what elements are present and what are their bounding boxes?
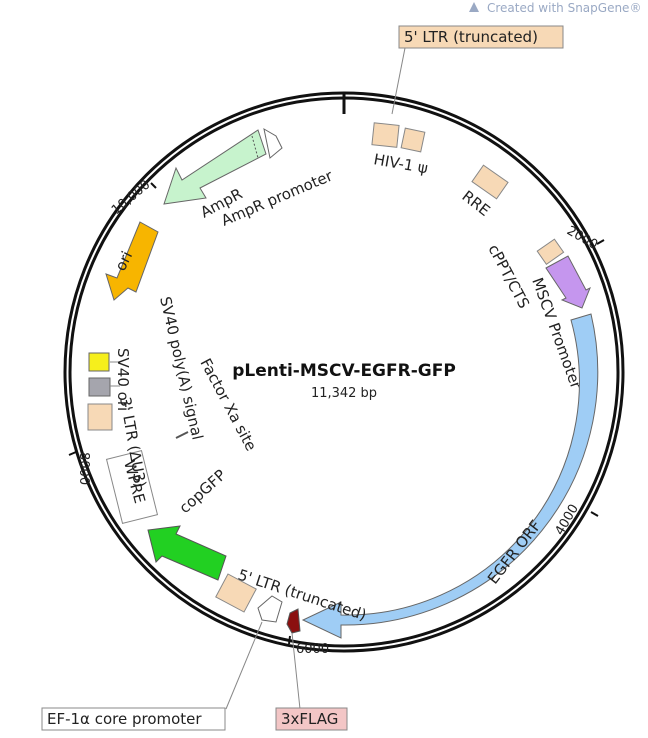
copgfp-label: copGFP bbox=[176, 466, 230, 517]
ori-arrow bbox=[105, 221, 159, 301]
flag-feature bbox=[286, 608, 301, 634]
ampr-arrow bbox=[163, 129, 267, 205]
copgfp-arrow bbox=[147, 525, 227, 581]
tick-8000: 8000 bbox=[76, 452, 91, 485]
plasmid-size: 11,342 bp bbox=[311, 386, 377, 401]
tick-4000-mark bbox=[590, 511, 599, 517]
ampr-promoter-arrow bbox=[263, 128, 283, 159]
hiv-psi-feature bbox=[400, 127, 426, 153]
flag-leader bbox=[291, 632, 301, 710]
tick-2000-mark bbox=[596, 239, 605, 245]
rre-feature bbox=[471, 164, 509, 200]
ltr5-top-label-box bbox=[398, 25, 564, 49]
plasmid-name: pLenti-MSCV-EGFR-GFP bbox=[232, 361, 456, 381]
tick-6000: 6000 bbox=[296, 642, 329, 657]
ltr3-feature bbox=[87, 403, 113, 431]
factor-xa-tick bbox=[175, 431, 189, 439]
snapgene-logo bbox=[469, 2, 479, 12]
mscv-promoter-arrow bbox=[545, 255, 591, 309]
ltr5-top-feature bbox=[371, 122, 400, 148]
egfr-label: EGFR ORF bbox=[484, 517, 545, 588]
sv40-ori-label: SV40 ori bbox=[114, 348, 132, 411]
egfr-orf-arrow bbox=[301, 313, 599, 639]
flag-label: 3xFLAG bbox=[281, 710, 338, 728]
watermark-text: Created with SnapGene® bbox=[487, 1, 641, 15]
wpre-feature bbox=[105, 450, 159, 524]
tick-10000: 10,000 bbox=[109, 177, 153, 218]
ltr5-bottom-feature bbox=[215, 573, 257, 613]
ltr5-top-leader bbox=[391, 47, 406, 115]
cppt-feature bbox=[536, 238, 565, 265]
sv40-ori-feature bbox=[88, 352, 110, 372]
ef1a-label: EF-1α core promoter bbox=[47, 710, 202, 728]
ef1a-leader bbox=[225, 621, 263, 710]
snapgene-logo-icon bbox=[469, 2, 479, 12]
flag-label-box bbox=[275, 707, 348, 731]
tick-10000-mark bbox=[150, 182, 157, 189]
hiv-psi-label: HIV-1 ψ bbox=[372, 150, 429, 177]
sv40-polya-feature bbox=[88, 377, 111, 397]
cppt-label: cPPT/CTS bbox=[484, 241, 533, 311]
tick-6000-mark bbox=[288, 635, 291, 645]
ef1a-label-box bbox=[41, 707, 226, 731]
ltr5-top-label: 5' LTR (truncated) bbox=[404, 28, 538, 46]
ef1a-promoter-arrow bbox=[257, 595, 283, 623]
ltr5-bottom-label: 5' LTR (truncated) bbox=[236, 566, 369, 625]
tick-8000-mark bbox=[68, 451, 77, 456]
